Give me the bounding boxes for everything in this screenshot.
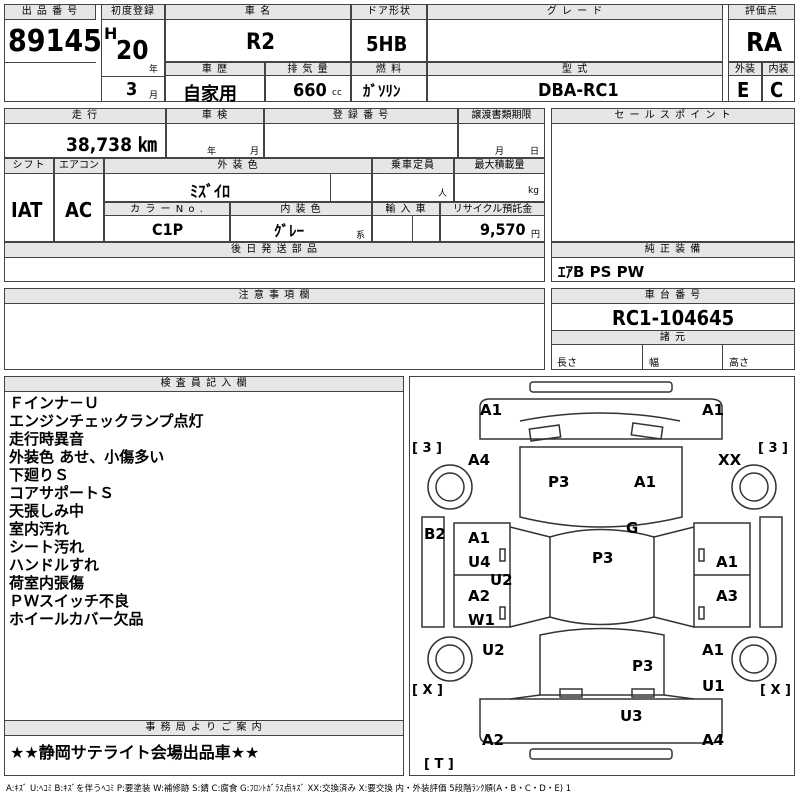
note-line: 外装色 あせ、小傷多い bbox=[9, 448, 165, 466]
label-u1-right: U1 bbox=[702, 677, 725, 695]
label-bracket-3-left: [ 3 ] bbox=[412, 441, 442, 456]
note-line: エンジンチェックランプ点灯 bbox=[9, 412, 204, 430]
label-a2-door-left: A2 bbox=[468, 587, 491, 605]
lot-number-label: 出 品 番 号 bbox=[4, 4, 96, 20]
spec-label: 諸 元 bbox=[551, 330, 795, 345]
label-b2-left: B2 bbox=[424, 525, 446, 543]
era: H bbox=[104, 24, 118, 43]
label-a1-door-right: A1 bbox=[716, 553, 739, 571]
inspection-year-unit: 年 bbox=[207, 147, 217, 157]
inspector-notes: Ｆインナ－Ｕ エンジンチェックランプ点灯 走行時異音 外装色 あせ、小傷多い 下… bbox=[9, 394, 399, 628]
caution-box bbox=[4, 288, 545, 370]
inspection-month-unit: 月 bbox=[250, 147, 260, 157]
recycle-deposit: 9,570 bbox=[480, 220, 526, 239]
year-unit: 年 bbox=[149, 65, 159, 75]
recycle-unit: 円 bbox=[531, 230, 541, 240]
capacity-unit: 人 bbox=[438, 189, 448, 199]
label-bracket-x-left: [ X ] bbox=[412, 683, 443, 698]
label-a2-rear-left: A2 bbox=[482, 731, 505, 749]
chassis-number: RC1-104645 bbox=[612, 306, 735, 330]
load-unit: kg bbox=[528, 186, 539, 196]
office-label: 事 務 局 よ り ご 案 内 bbox=[4, 720, 404, 736]
transfer-month-unit: 月 bbox=[495, 147, 505, 157]
note-line: Ｆインナ－Ｕ bbox=[9, 394, 100, 412]
length-label: 長さ bbox=[557, 358, 577, 369]
first-reg-year: 20 bbox=[116, 36, 149, 66]
note-line: ＰＷスイッチ不良 bbox=[9, 592, 130, 610]
equipment: ｴｱB PS PW bbox=[558, 263, 645, 281]
label-a1-hood: A1 bbox=[634, 473, 657, 491]
exterior-grade: E bbox=[737, 78, 750, 102]
later-parts-box bbox=[4, 242, 545, 282]
car-name: R2 bbox=[246, 30, 276, 55]
note-line: 下廻りＳ bbox=[9, 466, 70, 484]
label-xx-right: XX bbox=[718, 451, 742, 469]
transfer-day-unit: 日 bbox=[530, 147, 540, 157]
legend: A:ｷｽﾞ U:ﾍｺﾐ B:ｷｽﾞを伴うﾍｺﾐ P:要塗装 W:補修跡 S:錆 … bbox=[6, 784, 572, 794]
label-a3-right: A3 bbox=[716, 587, 739, 605]
note-line: 室内汚れ bbox=[9, 520, 70, 538]
month-unit: 月 bbox=[149, 91, 159, 101]
label-a1-door-left: A1 bbox=[468, 529, 491, 547]
label-bracket-t: [ T ] bbox=[424, 757, 454, 772]
note-line: コアサポートＳ bbox=[9, 484, 115, 502]
first-reg-month: 3 bbox=[126, 79, 138, 100]
note-line: 荷室内張傷 bbox=[9, 574, 85, 592]
int-color: ｸﾞﾚｰ bbox=[274, 222, 305, 240]
label-p3-roof: P3 bbox=[592, 549, 614, 567]
office-message: ★★静岡サテライト会場出品車★★ bbox=[10, 743, 260, 762]
label-u2-left: U2 bbox=[482, 641, 505, 659]
label-g-glass: G bbox=[626, 519, 639, 537]
label-p3-hood: P3 bbox=[548, 473, 570, 491]
height-label: 高さ bbox=[729, 358, 749, 369]
width-label: 幅 bbox=[649, 358, 659, 369]
color-no: C1P bbox=[152, 220, 184, 239]
sales-point-box bbox=[551, 108, 795, 242]
label-u4: U4 bbox=[468, 553, 491, 571]
damage-diagram: A1 A1 [ 3 ] [ 3 ] A4 XX P3 A1 G B2 A1 U4… bbox=[409, 376, 795, 776]
door-type: 5HB bbox=[366, 32, 408, 56]
label-a4-left: A4 bbox=[468, 451, 491, 469]
label-bracket-3-right: [ 3 ] bbox=[758, 441, 788, 456]
label-bracket-x-right: [ X ] bbox=[760, 683, 791, 698]
label-u3: U3 bbox=[620, 707, 643, 725]
label-p3-trunk: P3 bbox=[632, 657, 654, 675]
note-line: 天張しみ中 bbox=[9, 502, 85, 520]
history: 自家用 bbox=[183, 84, 237, 105]
mileage: 38,738 ㎞ bbox=[66, 134, 157, 156]
ext-color: ﾐｽﾞｲﾛ bbox=[190, 182, 231, 201]
note-line: シート汚れ bbox=[9, 538, 85, 556]
label-a1-rear-right: A1 bbox=[702, 641, 725, 659]
int-color-unit: 系 bbox=[356, 231, 366, 241]
note-line: ホイールカバー欠品 bbox=[9, 610, 144, 628]
model: DBA-RC1 bbox=[538, 80, 619, 101]
label-a4-rear-right: A4 bbox=[702, 731, 725, 749]
interior-grade: C bbox=[770, 78, 784, 102]
label-u2-mid: U2 bbox=[490, 571, 513, 589]
label-w1: W1 bbox=[468, 611, 495, 629]
car-outline bbox=[421, 381, 783, 760]
score: RA bbox=[746, 28, 783, 58]
displacement-unit: cc bbox=[332, 88, 342, 98]
fuel: ｶﾞｿﾘﾝ bbox=[363, 82, 401, 100]
shift: IAT bbox=[11, 198, 43, 222]
note-line: 走行時異音 bbox=[9, 430, 85, 448]
label-a1-front-left: A1 bbox=[480, 401, 503, 419]
note-line: ハンドルすれ bbox=[9, 556, 100, 574]
aircon: AC bbox=[65, 198, 93, 222]
label-a1-front-right: A1 bbox=[702, 401, 725, 419]
displacement: 660 bbox=[293, 80, 327, 101]
lot-number: 89145 bbox=[8, 24, 102, 59]
